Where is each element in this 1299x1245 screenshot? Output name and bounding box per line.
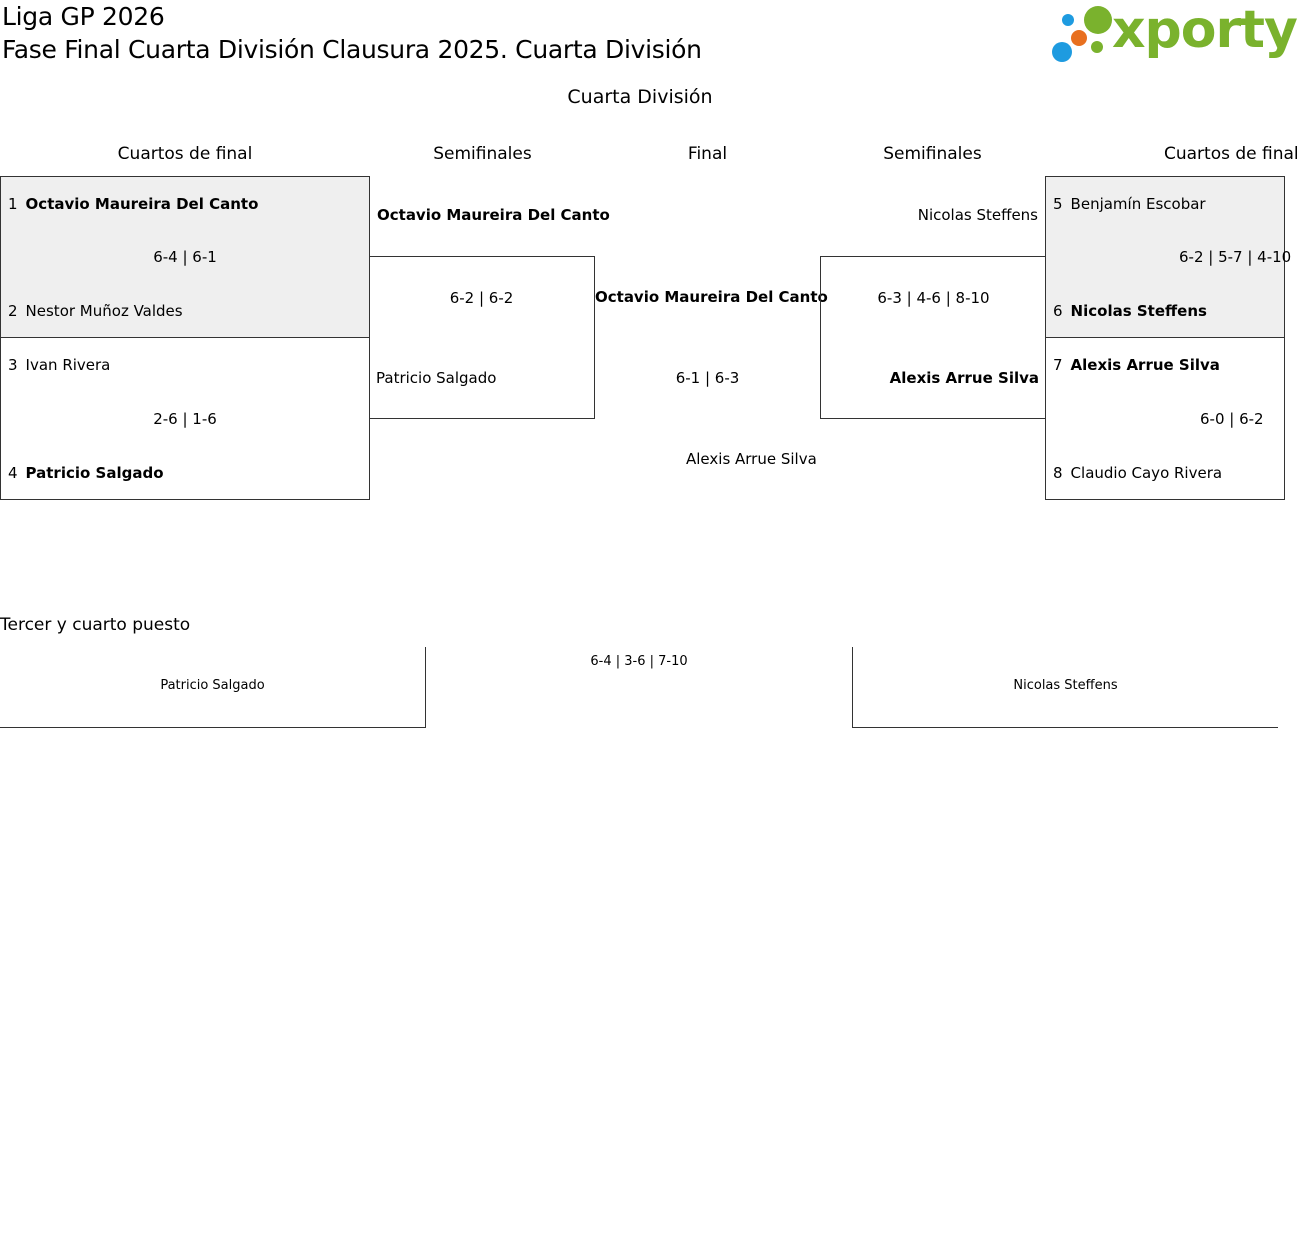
third-place-player-2[interactable]: Nicolas Steffens: [1013, 678, 1118, 693]
match-3-player-1[interactable]: 5 Benjamín Escobar: [1053, 195, 1206, 213]
match-3-score: 6-2 | 5-7 | 4-10: [1179, 248, 1292, 266]
match-2-score: 2-6 | 1-6: [153, 410, 217, 428]
match-1-player-2[interactable]: 2 Nestor Muñoz Valdes: [8, 302, 183, 320]
logo-dot-blue-small: [1062, 14, 1074, 26]
match-3-player-2[interactable]: 6 Nicolas Steffens: [1053, 302, 1207, 320]
seed-number: 1: [8, 195, 18, 213]
round-header-left-quarterfinals: Cuartos de final: [117, 144, 253, 164]
seed-number: 8: [1053, 464, 1063, 482]
left-semifinal-match[interactable]: 6-2 | 6-2 Patricio Salgado: [369, 256, 595, 419]
quarterfinal-match-3[interactable]: 5 Benjamín Escobar 6-2 | 5-7 | 4-10 6 Nico…: [1045, 176, 1291, 338]
logo-text: xporty: [1112, 0, 1298, 60]
round-header-final: Final: [687, 144, 728, 164]
player-name: Octavio Maureira Del Canto: [25, 195, 259, 213]
third-place-player-1[interactable]: Patricio Salgado: [160, 678, 265, 693]
division-title: Cuarta División: [567, 86, 713, 108]
right-semifinal-player-2[interactable]: Alexis Arrue Silva: [889, 369, 1039, 387]
logo-dot-green: [1084, 6, 1112, 34]
left-semifinal-score: 6-2 | 6-2: [449, 289, 514, 307]
round-header-right-semifinals: Semifinales: [883, 144, 982, 164]
third-place-score: 6-4 | 3-6 | 7-10: [590, 654, 688, 669]
round-header-left-semifinals: Semifinales: [433, 144, 532, 164]
third-place-slot-right[interactable]: Nicolas Steffens: [852, 647, 1278, 728]
match-4-player-2[interactable]: 8 Claudio Cayo Rivera: [1053, 464, 1222, 482]
player-name: Alexis Arrue Silva: [1070, 356, 1220, 374]
left-semifinal-player-1[interactable]: Octavio Maureira Del Canto: [377, 206, 610, 224]
match-4-score: 6-0 | 6-2: [1200, 410, 1264, 428]
right-semifinal-match[interactable]: 6-3 | 4-6 | 8-10 Alexis Arrue Silva: [820, 256, 1046, 419]
player-name: Nicolas Steffens: [1070, 302, 1207, 320]
right-semifinal-score: 6-3 | 4-6 | 8-10: [877, 289, 990, 307]
player-name: Benjamín Escobar: [1070, 195, 1206, 213]
final-score: 6-1 | 6-3: [675, 369, 740, 387]
player-name: Patricio Salgado: [25, 464, 164, 482]
right-semifinal-player-1[interactable]: Nicolas Steffens: [917, 206, 1038, 224]
league-title: Liga GP 2026: [2, 2, 165, 31]
seed-number: 2: [8, 302, 18, 320]
left-semifinal-player-2[interactable]: Patricio Salgado: [376, 369, 497, 387]
seed-number: 7: [1053, 356, 1063, 374]
logo-dot-blue: [1052, 42, 1072, 62]
seed-number: 5: [1053, 195, 1063, 213]
seed-number: 4: [8, 464, 18, 482]
player-name: Nestor Muñoz Valdes: [25, 302, 183, 320]
third-place-slot-left[interactable]: Patricio Salgado: [0, 647, 426, 728]
logo-dot-orange: [1071, 30, 1087, 46]
quarterfinal-match-2[interactable]: 3 Ivan Rivera 2-6 | 1-6 4 Patricio Salgado: [0, 337, 370, 500]
xporty-logo[interactable]: xporty: [1050, 0, 1298, 66]
logo-dot-green-small: [1091, 41, 1103, 53]
round-header-right-quarterfinals: Cuartos de final: [1164, 144, 1299, 164]
seed-number: 6: [1053, 302, 1063, 320]
match-1-score: 6-4 | 6-1: [153, 248, 217, 266]
seed-number: 3: [8, 356, 18, 374]
player-name: Claudio Cayo Rivera: [1070, 464, 1223, 482]
third-place-title: Tercer y cuarto puesto: [0, 615, 191, 635]
final-player-1[interactable]: Octavio Maureira Del Canto: [595, 288, 828, 306]
player-name: Ivan Rivera: [25, 356, 111, 374]
match-1-player-1[interactable]: 1 Octavio Maureira Del Canto: [8, 195, 258, 213]
match-4-player-1[interactable]: 7 Alexis Arrue Silva: [1053, 356, 1220, 374]
match-2-player-2[interactable]: 4 Patricio Salgado: [8, 464, 164, 482]
quarterfinal-match-4[interactable]: 7 Alexis Arrue Silva 6-0 | 6-2 8 Claudio C…: [1045, 337, 1285, 500]
phase-title: Fase Final Cuarta División Clausura 2025…: [2, 35, 702, 64]
match-2-player-1[interactable]: 3 Ivan Rivera: [8, 356, 110, 374]
final-player-2[interactable]: Alexis Arrue Silva: [686, 450, 817, 468]
